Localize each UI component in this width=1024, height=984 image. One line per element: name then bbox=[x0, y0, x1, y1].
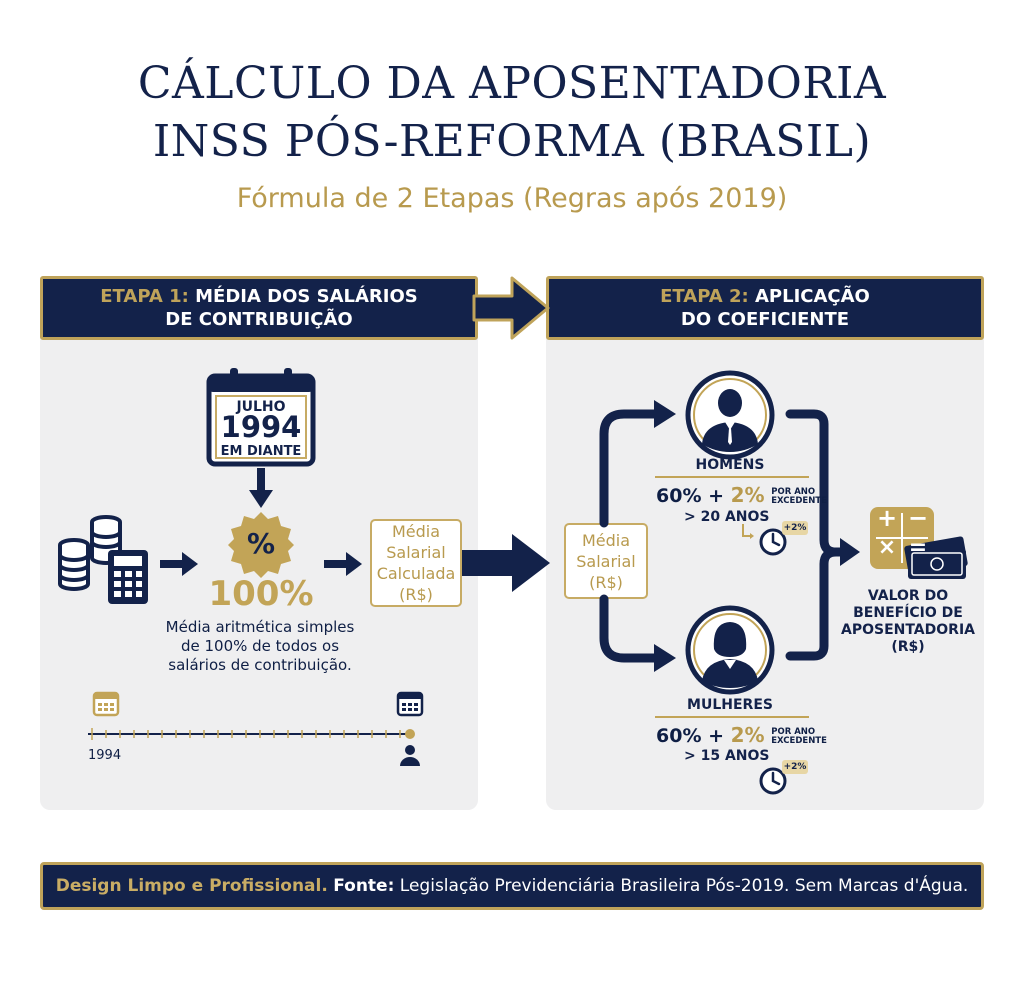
cross-stage-arrow bbox=[462, 534, 550, 592]
women-badge: +2% bbox=[783, 762, 807, 772]
stage2-heading: ETAPA 2: APLICAÇÃO DO COEFICIENTE bbox=[546, 276, 984, 340]
stage1-result-l3: Calculada bbox=[376, 564, 456, 583]
calendar-icon bbox=[92, 691, 120, 717]
percent-symbol: % bbox=[246, 527, 276, 560]
benefit-result-l2: BENEFÍCIO DE bbox=[853, 605, 963, 621]
woman-avatar-icon bbox=[685, 605, 775, 695]
stage1-result-l2: Salarial bbox=[386, 543, 446, 562]
stage1-result-l1: Média bbox=[391, 522, 441, 541]
arrow-right-icon bbox=[160, 552, 198, 576]
percent-value: 100% bbox=[208, 574, 314, 614]
page-subtitle: Fórmula de 2 Etapas (Regras após 2019) bbox=[236, 183, 788, 214]
benefit-result-l3: APOSENTADORIA bbox=[840, 622, 975, 638]
stage2-input-l3: (R$) bbox=[589, 572, 623, 592]
clock-icon bbox=[742, 521, 808, 556]
men-label: HOMENS bbox=[695, 457, 765, 473]
stage1-description-l2: de 100% de todos os bbox=[180, 637, 340, 655]
stage2-heading-rest: APLICAÇÃO bbox=[754, 286, 870, 307]
men-divider bbox=[655, 476, 809, 478]
calc-plus: + bbox=[876, 504, 898, 532]
stage2-input-l2: Salarial bbox=[576, 551, 636, 571]
calc-minus: − bbox=[907, 504, 929, 532]
stage1-heading: ETAPA 1: MÉDIA DOS SALÁRIOS DE CONTRIBUI… bbox=[40, 276, 478, 340]
contribution-timeline bbox=[88, 691, 424, 766]
stage1-heading-prefix: ETAPA 1: bbox=[100, 286, 189, 307]
page-title: CÁLCULO DA APOSENTADORIA INSS PÓS-REFORM… bbox=[0, 55, 1024, 171]
stage1-description: Média aritmética simples de 100% de todo… bbox=[160, 618, 360, 675]
stage1-heading-line2: DE CONTRIBUIÇÃO bbox=[165, 309, 353, 330]
calendar-year: 1994 bbox=[220, 410, 302, 444]
men-formula-increment: 2% bbox=[730, 483, 765, 507]
women-divider bbox=[655, 716, 809, 718]
calc-equals: = bbox=[908, 535, 928, 560]
coins-calculator-icon bbox=[58, 515, 148, 604]
stage2-heading-prefix: ETAPA 2: bbox=[660, 286, 749, 307]
benefit-result-label: VALOR DO BENEFÍCIO DE APOSENTADORIA (R$) bbox=[836, 588, 980, 656]
down-arrow-icon bbox=[249, 468, 273, 508]
calendar-icon bbox=[396, 691, 424, 717]
stage1-heading-rest: MÉDIA DOS SALÁRIOS bbox=[195, 286, 418, 307]
stage1-description-l3: salários de contribuição. bbox=[168, 656, 352, 674]
stage2-input-l1: Média bbox=[581, 530, 631, 550]
timeline-start-label: 1994 bbox=[88, 748, 122, 763]
women-formula-increment: 2% bbox=[730, 723, 765, 747]
footer-part2: Fonte: bbox=[333, 876, 395, 896]
benefit-result-l4: (R$) bbox=[891, 639, 925, 655]
stage1-result-l4: (R$) bbox=[399, 585, 433, 604]
calendar-sub: EM DIANTE bbox=[220, 444, 302, 459]
men-threshold: > 20 ANOS bbox=[684, 509, 770, 525]
clock-icon bbox=[759, 760, 808, 795]
footer-banner: Design Limpo e Profissional. Fonte: Legi… bbox=[40, 862, 984, 910]
stage2-heading-line2: DO COEFICIENTE bbox=[680, 309, 850, 330]
percent-badge-icon bbox=[228, 512, 294, 578]
benefit-result-l1: VALOR DO bbox=[867, 588, 949, 604]
calendar-month: JULHO bbox=[236, 399, 286, 415]
men-badge: +2% bbox=[783, 523, 807, 533]
footer-part3: Legislação Previdenciária Brasileira Pós… bbox=[399, 876, 969, 896]
women-threshold: > 15 ANOS bbox=[684, 748, 770, 764]
women-label: MULHERES bbox=[687, 697, 773, 713]
stage-transition-arrow bbox=[472, 276, 550, 340]
footer-part1: Design Limpo e Profissional. bbox=[55, 876, 328, 896]
branch-connectors bbox=[599, 400, 860, 672]
arrow-right-icon bbox=[324, 552, 362, 576]
women-formula-base: 60% + bbox=[656, 725, 725, 747]
title-line-2: INSS PÓS-REFORMA (BRASIL) bbox=[152, 116, 872, 167]
calendar-icon bbox=[206, 368, 316, 467]
men-formula-base: 60% + bbox=[656, 485, 725, 507]
man-avatar-icon bbox=[685, 370, 775, 460]
title-line-1: CÁLCULO DA APOSENTADORIA bbox=[137, 58, 887, 109]
calc-times: × bbox=[877, 535, 897, 560]
person-icon bbox=[400, 745, 420, 766]
stage1-description-l1: Média aritmética simples bbox=[165, 618, 355, 636]
stage1-result-box: Média Salarial Calculada (R$) bbox=[370, 519, 462, 607]
calculator-money-icon bbox=[870, 507, 968, 579]
